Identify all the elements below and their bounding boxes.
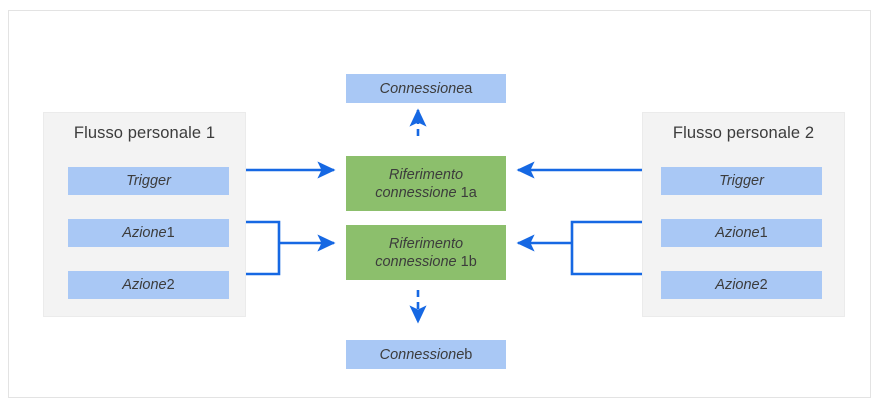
connection-box-b: Connessione b [346, 340, 506, 369]
flow-2-node-trigger: Trigger [661, 167, 822, 195]
flow-container-personal-1: Flusso personale 1 Trigger Azione 1 Azio… [43, 112, 246, 317]
flow-2-azione-2-plain: 2 [759, 277, 768, 293]
reference-1a-line2: connessione [375, 184, 457, 201]
flow-2-node-azione-2: Azione 2 [661, 271, 822, 299]
flow-2-title: Flusso personale 2 [672, 124, 815, 142]
reference-1a-line1: Riferimento [388, 166, 464, 183]
reference-1b-plain: 1b [456, 253, 477, 270]
wire-right-azione1-elbow [570, 220, 652, 276]
reference-1b-line1: Riferimento [388, 235, 464, 252]
connection-reference-1a: Riferimento connessione 1a [346, 156, 506, 211]
connection-box-a: Connessione a [346, 74, 506, 103]
flow-1-azione-1-italic: Azione [122, 225, 167, 241]
flow-1-title: Flusso personale 1 [73, 124, 216, 142]
flow-1-node-azione-2: Azione 2 [68, 271, 229, 299]
flow-2-node-azione-1: Azione 1 [661, 219, 822, 247]
reference-1a-plain: 1a [456, 184, 477, 201]
flow-2-azione-1-italic: Azione [715, 225, 760, 241]
connection-b-plain: b [464, 346, 473, 363]
connection-b-italic: Connessione [379, 346, 465, 363]
diagram-canvas: Connessione a Flusso personale 1 Trigger… [8, 10, 871, 398]
flow-container-personal-2: Flusso personale 2 Trigger Azione 1 Azio… [642, 112, 845, 317]
connection-a-plain: a [464, 80, 473, 97]
flow-1-azione-2-italic: Azione [122, 277, 167, 293]
flow-2-azione-1-plain: 1 [759, 225, 768, 241]
connection-reference-1b: Riferimento connessione 1b [346, 225, 506, 280]
flow-1-trigger-italic: Trigger [126, 173, 171, 189]
flow-1-node-trigger: Trigger [68, 167, 229, 195]
flow-2-trigger-italic: Trigger [719, 173, 764, 189]
connection-a-italic: Connessione [379, 80, 465, 97]
reference-1b-line2: connessione [375, 253, 457, 270]
flow-1-node-azione-1: Azione 1 [68, 219, 229, 247]
flow-2-azione-2-italic: Azione [715, 277, 760, 293]
flow-1-azione-2-plain: 2 [166, 277, 175, 293]
flow-1-azione-1-plain: 1 [166, 225, 175, 241]
